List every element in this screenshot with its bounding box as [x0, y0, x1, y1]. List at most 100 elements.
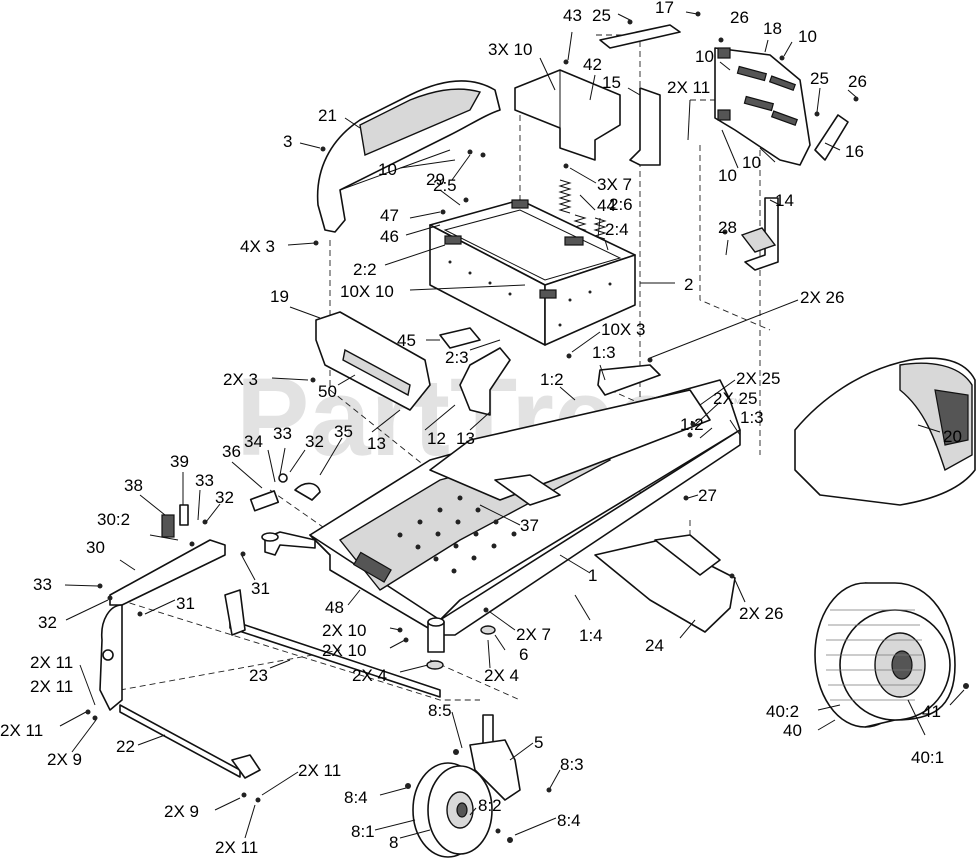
callout: 33 [33, 575, 52, 594]
callout: 2X 11 [215, 838, 258, 857]
callout: 1:3 [592, 343, 616, 362]
left-fender-21 [316, 80, 501, 233]
callout: 40:1 [911, 748, 944, 767]
callout: 2X 3 [223, 370, 258, 389]
bracket-15 [629, 87, 661, 166]
callout: 1:2 [680, 415, 704, 434]
callout: 22 [116, 737, 135, 756]
callout: 12 [427, 429, 446, 448]
callout: 21 [318, 106, 337, 125]
callout: 48 [325, 598, 344, 617]
caster-fork-5 [469, 714, 521, 801]
callout: 46 [380, 227, 399, 246]
callout: 2X 11 [0, 721, 43, 740]
callout: 13 [456, 429, 475, 448]
callout: 32 [215, 488, 234, 507]
axle-bars-22-23 [119, 589, 441, 779]
callout: 2X 4 [484, 666, 519, 685]
callout: 28 [718, 218, 737, 237]
callout: 2X 26 [800, 288, 844, 307]
callout: 10 [695, 47, 714, 66]
callout: 31 [176, 594, 195, 613]
callout: 32 [38, 613, 57, 632]
callout: 2X 11 [30, 653, 73, 672]
callout: 19 [270, 287, 289, 306]
main-frame-1 [309, 379, 741, 636]
callout: 15 [602, 73, 621, 92]
callout: 41 [922, 702, 941, 721]
callout: 8:4 [557, 811, 581, 830]
callout: 2X 9 [47, 750, 82, 769]
callout: 30 [86, 538, 105, 557]
callout: 2 [684, 275, 693, 294]
callout: 40:2 [766, 702, 799, 721]
callout: 3X 10 [488, 40, 532, 59]
callout: 35 [334, 422, 353, 441]
callout: 1:2 [540, 370, 564, 389]
plate-24-top [654, 534, 721, 576]
callout: 36 [222, 442, 241, 461]
callout: 20 [943, 427, 962, 446]
callout: 3 [283, 132, 292, 151]
rear-guard-18 [714, 47, 811, 166]
callout: 2X 10 [322, 641, 366, 660]
callout: 10X 10 [340, 282, 394, 301]
callout: 27 [698, 486, 717, 505]
rear-wheel-40 [814, 582, 956, 728]
callout: 33 [273, 424, 292, 443]
callout: 10 [742, 153, 761, 172]
callout: 47 [380, 206, 399, 225]
callout: 10X 3 [601, 320, 645, 339]
callout: 2:5 [433, 176, 457, 195]
callout: 32 [305, 432, 324, 451]
callout: 2X 11 [298, 761, 341, 780]
callout: 10 [798, 27, 817, 46]
callout: 18 [763, 19, 782, 38]
callout: 43 [563, 6, 582, 25]
callout: 2:4 [605, 220, 629, 239]
callout: 26 [848, 72, 867, 91]
callout: 2X 11 [667, 78, 710, 97]
console-panel-19 [315, 311, 431, 411]
callout: 17 [655, 0, 674, 17]
callout: 8:1 [351, 822, 375, 841]
callout: 42 [583, 55, 602, 74]
callout: 50 [318, 382, 337, 401]
callout: 1:4 [579, 626, 603, 645]
callout: 2X 25 [713, 389, 757, 408]
callout-labels: 43 25 17 26 18 10 3X 10 42 15 2X 11 10 2… [0, 0, 962, 857]
callout: 40 [783, 721, 802, 740]
callout: 8:4 [344, 788, 368, 807]
plate-45 [439, 327, 481, 349]
callout: 2X 4 [352, 666, 387, 685]
callout: 44 [597, 196, 616, 215]
callout: 29 [426, 170, 445, 189]
callout: 4X 3 [240, 237, 275, 256]
leader-lines [59, 11, 965, 839]
callout: 30:2 [97, 510, 130, 529]
callout: 10 [378, 160, 397, 179]
callout: 8:2 [478, 796, 502, 815]
callout: 25 [810, 69, 829, 88]
callout: 2:2 [353, 260, 377, 279]
floor-holes [397, 495, 517, 574]
callout: 1:3 [740, 408, 764, 427]
bracket-14 [740, 197, 779, 271]
callout: 2:3 [445, 348, 469, 367]
callout: 6 [519, 645, 528, 664]
plate-17 [599, 24, 681, 49]
callout: 10 [718, 166, 737, 185]
callout: 24 [645, 636, 664, 655]
callout: 45 [397, 331, 416, 350]
front-wheel-8 [412, 762, 493, 858]
callout: 2X 11 [30, 677, 73, 696]
callout: 8 [389, 833, 398, 852]
callout: 39 [170, 452, 189, 471]
callout: 33 [195, 471, 214, 490]
callout: 38 [124, 476, 143, 495]
callout: 5 [534, 733, 543, 752]
callout: 3X 7 [597, 175, 632, 194]
callout: 2X 26 [739, 604, 783, 623]
